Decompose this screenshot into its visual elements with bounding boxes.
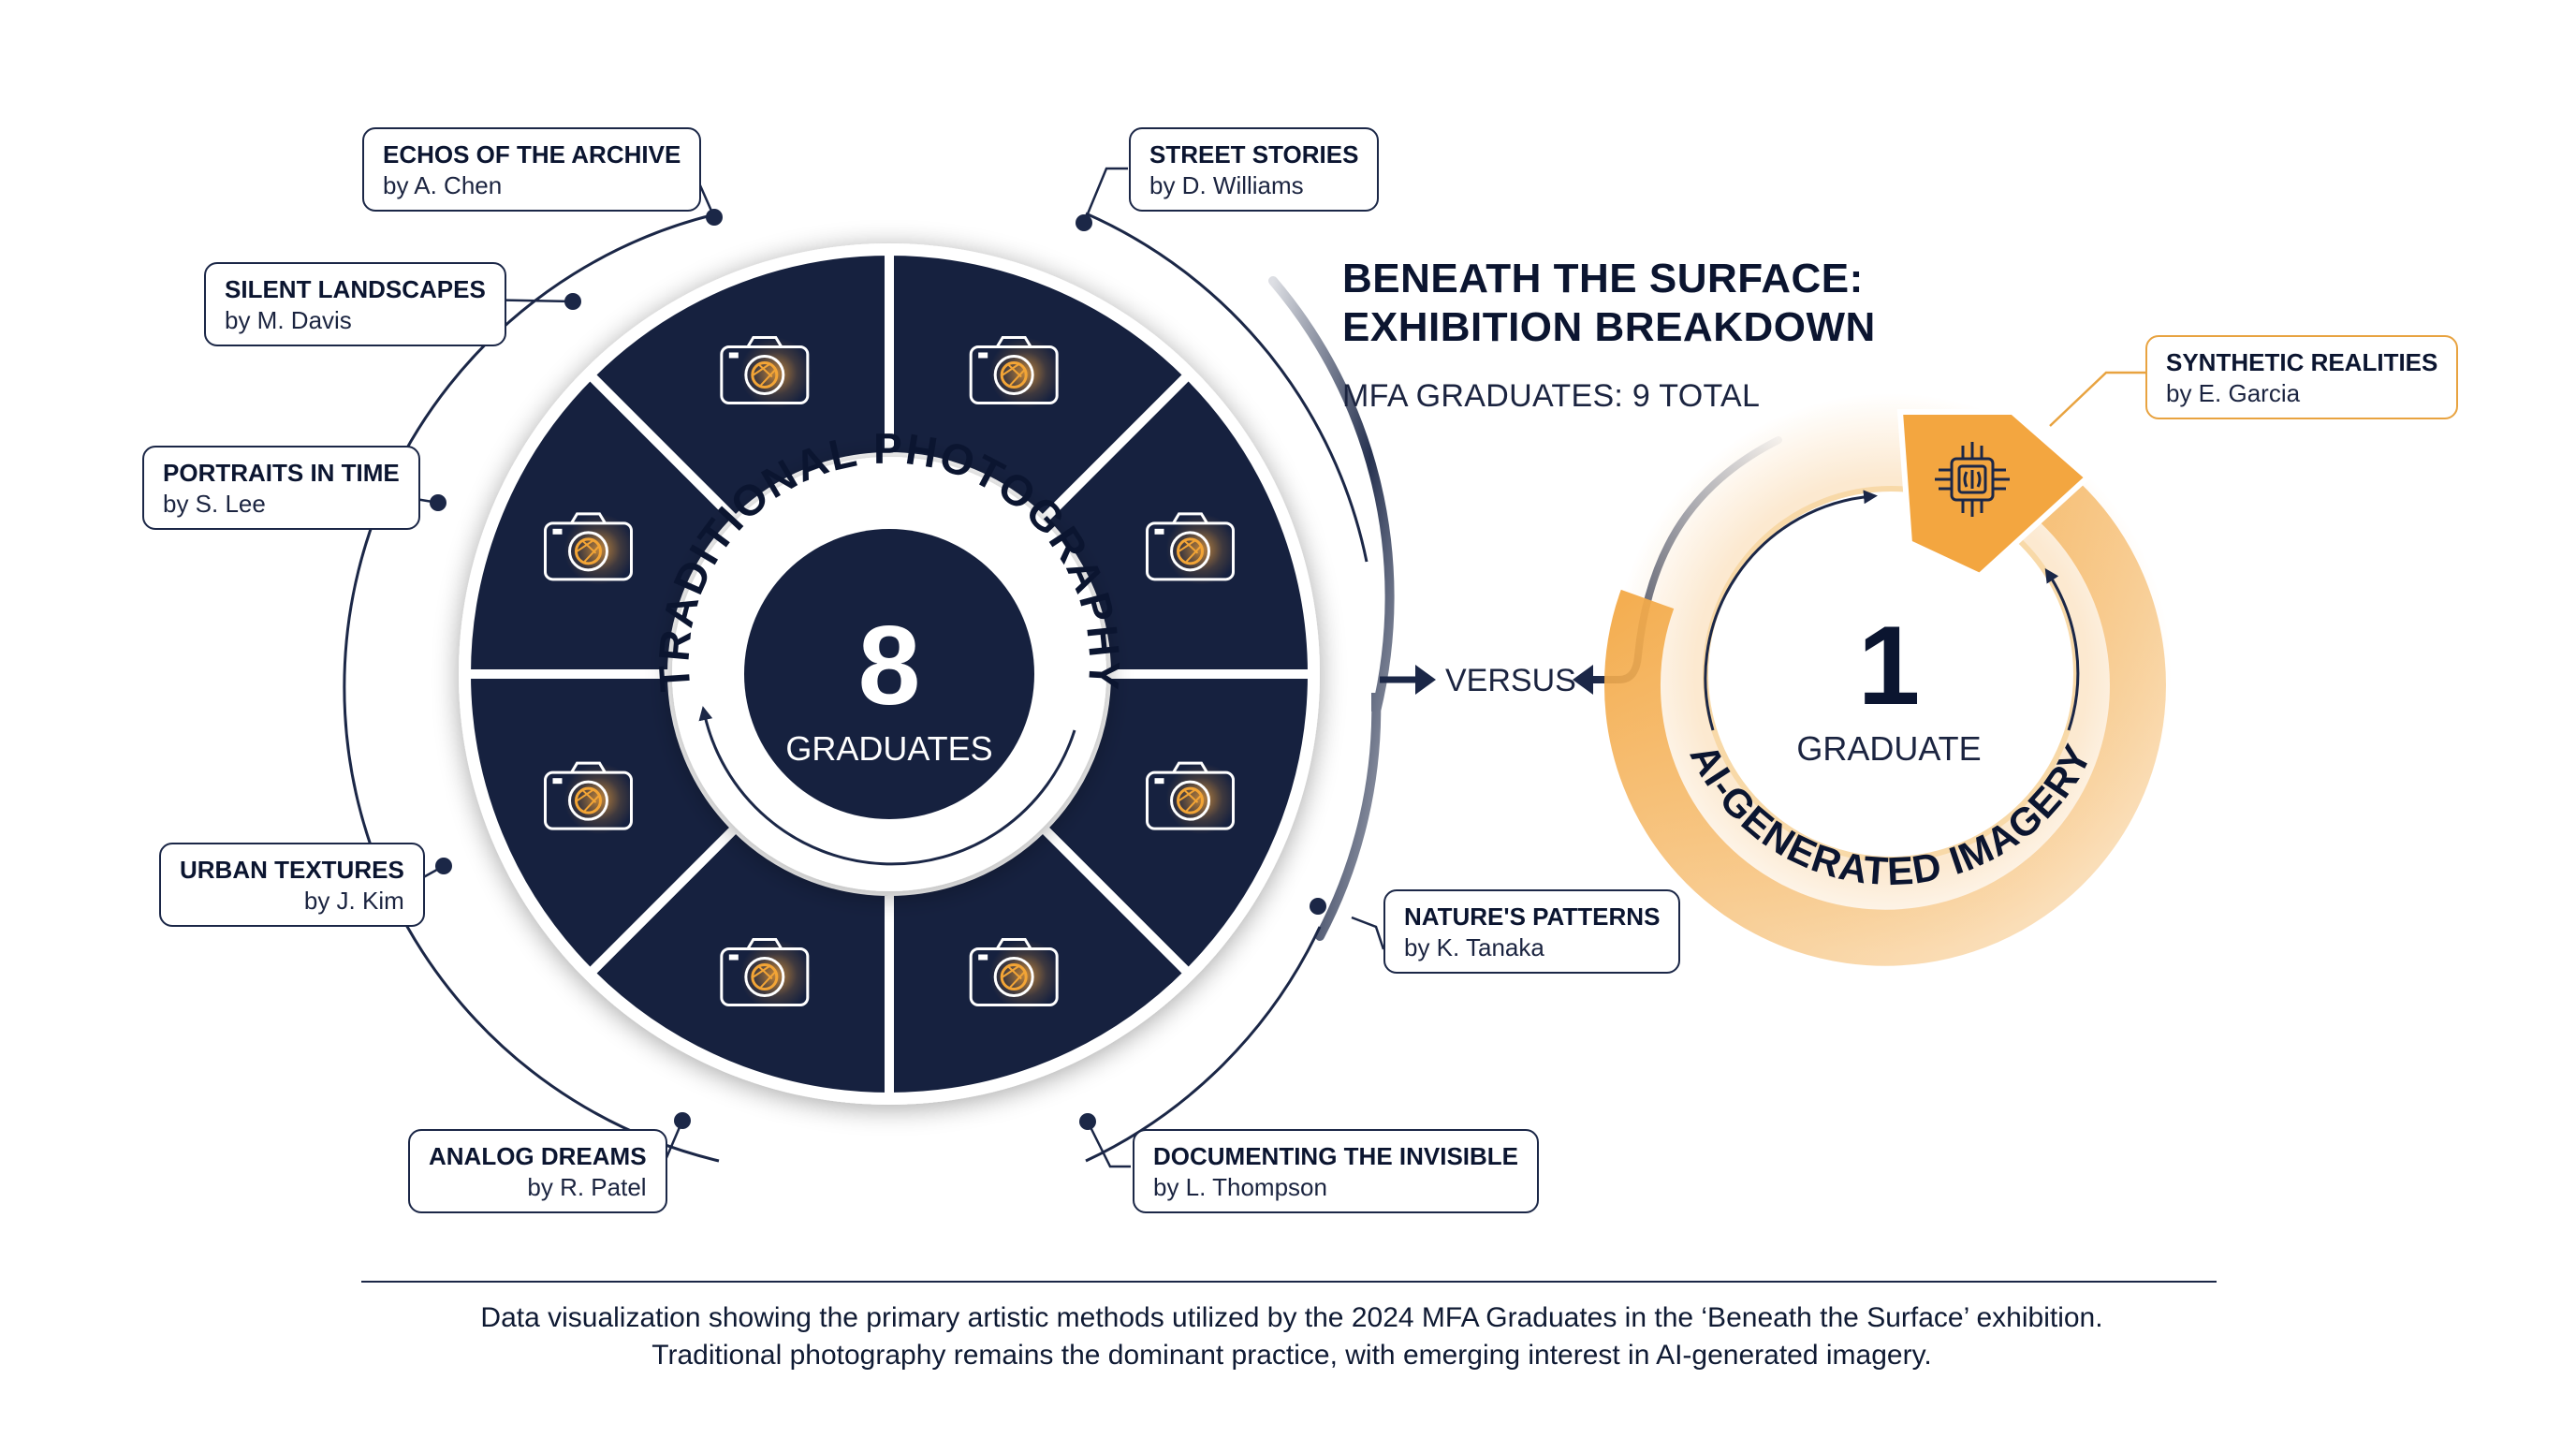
work-label-synthetic: SYNTHETIC REALITIES by E. Garcia: [2145, 335, 2459, 419]
work-label-documenting: DOCUMENTING THE INVISIBLE by L. Thompson: [1133, 1129, 1540, 1213]
ai-outer-ring: [1603, 481, 2166, 966]
total-graduates: MFA GRADUATES: 9 TOTAL: [1342, 378, 1761, 414]
work-title: STREET STORIES: [1149, 140, 1359, 169]
work-label-echos: ECHOS OF THE ARCHIVE by A. Chen: [362, 127, 702, 212]
traditional-center-disk: [744, 529, 1034, 819]
title-line-1: BENEATH THE SURFACE:: [1342, 256, 1864, 301]
work-artist: by E. Garcia: [2166, 379, 2301, 407]
camera-icon: [543, 512, 633, 581]
traditional-count: 8: [858, 603, 921, 728]
camera-icon: [1146, 512, 1236, 581]
work-artist: by M. Davis: [225, 306, 352, 334]
work-title: SILENT LANDSCAPES: [225, 275, 486, 303]
page-title: BENEATH THE SURFACE: EXHIBITION BREAKDOW…: [1342, 255, 1998, 352]
outer-ring-arc: [1085, 212, 1368, 563]
leader-dots: [430, 209, 1326, 1130]
ai-unit: GRADUATE: [1796, 729, 1981, 768]
work-artist: by J. Kim: [303, 887, 404, 915]
outer-ring-arc: [1085, 926, 1322, 1163]
work-label-portraits: PORTRAITS IN TIME by S. Lee: [142, 446, 420, 530]
work-title: SYNTHETIC REALITIES: [2166, 348, 2438, 376]
work-title: DOCUMENTING THE INVISIBLE: [1153, 1142, 1519, 1170]
work-label-silent: SILENT LANDSCAPES by M. Davis: [204, 262, 506, 346]
caption-line-1: Data visualization showing the primary a…: [480, 1302, 2103, 1333]
caption-line-2: Traditional photography remains the domi…: [651, 1340, 1932, 1371]
caption-divider: [361, 1281, 2217, 1283]
camera-icon: [1146, 761, 1236, 830]
work-label-urban: URBAN TEXTURES by J. Kim: [159, 843, 425, 927]
work-title: ECHOS OF THE ARCHIVE: [383, 140, 681, 169]
wheel-segment: [583, 820, 894, 1103]
traditional-wheel: TRADITIONAL PHOTOGRAPHY 8 GRADUATES: [343, 212, 1395, 1163]
wheel-segment: [583, 245, 894, 528]
work-label-analog: ANALOG DREAMS by R. Patel: [408, 1129, 667, 1213]
ai-ring: 1 GRADUATE AI-GENERATED IMAGERY: [1603, 393, 2172, 966]
work-artist: by A. Chen: [383, 171, 503, 199]
ai-count: 1: [1858, 603, 1921, 728]
work-artist: by R. Patel: [527, 1173, 647, 1201]
work-artist: by S. Lee: [163, 490, 266, 518]
work-label-street: STREET STORIES by D. Williams: [1129, 127, 1380, 212]
camera-icon: [969, 335, 1059, 404]
ai-leader-line: [2049, 371, 2145, 427]
ai-flow-arrow: [2044, 567, 2080, 731]
outer-ring-connector-arc: [1268, 276, 1395, 941]
work-title: URBAN TEXTURES: [180, 856, 404, 884]
work-title: ANALOG DREAMS: [429, 1142, 647, 1170]
work-title: PORTRAITS IN TIME: [163, 459, 400, 487]
camera-icon: [720, 938, 810, 1007]
work-artist: by K. Tanaka: [1404, 933, 1544, 961]
work-title: NATURE'S PATTERNS: [1404, 902, 1661, 931]
camera-icon: [543, 761, 633, 830]
work-artist: by D. Williams: [1149, 171, 1304, 199]
work-label-nature: NATURE'S PATTERNS by K. Tanaka: [1383, 889, 1681, 974]
work-artist: by L. Thompson: [1153, 1173, 1327, 1201]
camera-icon: [969, 938, 1059, 1007]
figure-caption: Data visualization showing the primary a…: [356, 1299, 2228, 1374]
versus-label: VERSUS: [1445, 663, 1576, 698]
ai-brain-chip-icon: [1935, 442, 2010, 517]
flow-arrow: [698, 706, 1076, 866]
traditional-unit: GRADUATES: [785, 729, 992, 768]
camera-icon: [720, 335, 810, 404]
title-line-2: EXHIBITION BREAKDOWN: [1342, 304, 1876, 350]
ai-flow-arrow: [1704, 490, 1878, 731]
